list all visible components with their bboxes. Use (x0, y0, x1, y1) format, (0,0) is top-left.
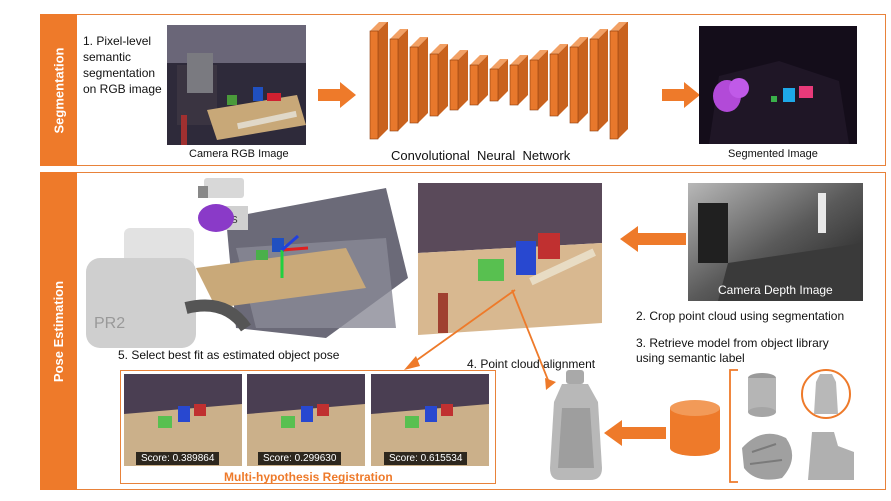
cnn-layer-2 (389, 29, 408, 132)
cnn-layer-11 (569, 37, 588, 124)
cnn-layer-6 (469, 55, 488, 106)
step1-label: 1. Pixel-level semantic segmentation on … (83, 34, 162, 96)
arrow-cnn-to-segmented (662, 82, 700, 108)
segmented-caption: Segmented Image (728, 148, 818, 160)
score-2: Score: 0.299630 (258, 452, 342, 465)
cnn-layer-4 (429, 44, 448, 117)
object-library-models (742, 369, 854, 480)
registration-title: Multi-hypothesis Registration (224, 470, 393, 484)
object-library-database (670, 400, 720, 456)
arrow-rgb-to-cnn (318, 82, 356, 108)
cnn-layer-10 (549, 44, 568, 117)
cnn-layer-7 (489, 59, 508, 102)
camera-rgb-image (167, 25, 306, 145)
arrow-depth-to-cloud (620, 226, 686, 252)
hypothesis-image-1 (124, 374, 242, 466)
hypothesis-image-3 (371, 374, 489, 466)
segmented-image (699, 26, 857, 144)
robot-point-cloud-scene: ROS PR2 (86, 178, 408, 348)
score-1: Score: 0.389864 (136, 452, 220, 465)
step2-label: 2. Crop point cloud using segmentation (636, 309, 845, 323)
cnn-layer-1 (369, 22, 388, 140)
svg-text:PR2: PR2 (94, 315, 125, 332)
cnn-layer-9 (529, 50, 548, 111)
library-bracket (729, 369, 738, 483)
segmentation-section-label: Segmentation (40, 14, 77, 166)
registration-panel (120, 370, 496, 484)
rgb-caption: Camera RGB Image (189, 148, 289, 160)
cropped-point-cloud (418, 183, 602, 335)
depth-caption: Camera Depth Image (718, 283, 833, 297)
cnn-layer-12 (589, 29, 608, 132)
step4-label: 4. Point cloud alignment (467, 357, 596, 371)
bottle-model (550, 370, 602, 480)
cnn-layer-13 (609, 22, 628, 140)
hypothesis-image-2 (247, 374, 365, 466)
pose-section-label: Pose Estimation (40, 172, 77, 490)
cnn-layer-8 (509, 55, 528, 106)
cnn-layer-5 (449, 50, 468, 111)
cnn-layer-3 (409, 37, 428, 124)
score-3: Score: 0.615534 (384, 452, 468, 465)
camera-depth-image (688, 183, 863, 301)
arrow-library-to-model (604, 420, 666, 446)
cnn-diagram (369, 22, 628, 140)
step3-label: 3. Retrieve model from object library us… (636, 336, 829, 365)
cnn-caption: Convolutional Neural Network (391, 148, 571, 163)
alignment-arrows (404, 289, 556, 390)
step5-label: 5. Select best fit as estimated object p… (118, 348, 340, 362)
